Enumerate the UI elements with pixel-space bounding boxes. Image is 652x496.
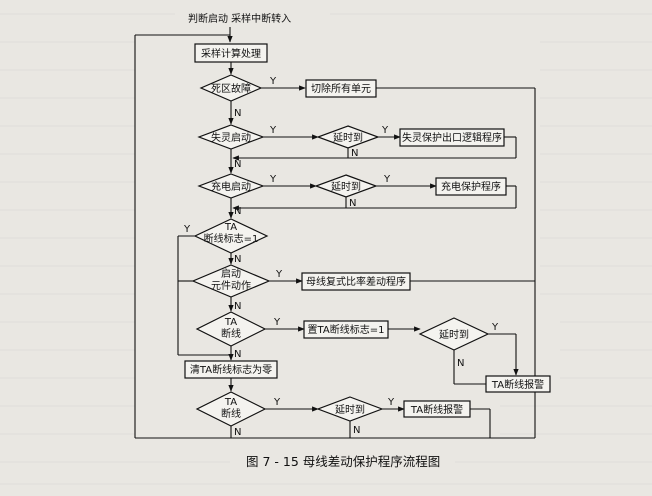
charge-label: 充电启动	[211, 180, 251, 193]
delay1-no: N	[351, 148, 358, 159]
delay3-no: N	[457, 358, 464, 369]
ta-flag-label-1: TA	[224, 222, 237, 233]
charge-no: N	[234, 206, 241, 217]
deadzone-no: N	[234, 108, 241, 119]
delay4-label: 延时到	[335, 404, 365, 416]
delay3-yes: Y	[491, 322, 499, 333]
alarm2-label: TA断线报警	[410, 403, 463, 416]
start-yes: Y	[275, 269, 283, 280]
ta-flag-label-2: 断线标志=1	[204, 232, 259, 245]
ta2-label-1: TA	[224, 397, 237, 408]
delay4-no: N	[353, 425, 360, 436]
delay1-label: 延时到	[333, 132, 363, 144]
clear-flag-label: 清TA断线标志为零	[190, 363, 272, 376]
misstart-yes: Y	[269, 125, 277, 136]
ta1-label-2: 断线	[221, 327, 241, 340]
ta2-yes: Y	[273, 397, 281, 408]
misstart-label: 失灵启动	[211, 131, 251, 144]
charge-yes: Y	[269, 174, 277, 185]
sample-label: 采样计算处理	[201, 47, 261, 60]
ta-flag-yes: Y	[183, 224, 191, 235]
start-label-1: 启动	[221, 267, 241, 280]
ta2-label-2: 断线	[221, 407, 241, 420]
delay1-yes: Y	[381, 125, 389, 136]
start-no: N	[234, 301, 241, 312]
delay4-yes: Y	[387, 397, 395, 408]
delay2-no: N	[349, 198, 356, 209]
ta1-yes: Y	[273, 317, 281, 328]
figure-caption: 图 7 - 15 母线差动保护程序流程图	[246, 454, 440, 469]
misprog-label: 失灵保护出口逻辑程序	[402, 131, 502, 144]
entry-label: 判断启动 采样中断转入	[188, 12, 291, 25]
chargeprog-label: 充电保护程序	[441, 180, 501, 193]
diffprog-label: 母线复式比率差动程序	[306, 275, 406, 288]
ta-flag-no: N	[234, 254, 241, 265]
misstart-no: N	[234, 159, 241, 170]
delay2-yes: Y	[383, 174, 391, 185]
deadzone-label: 死区故障	[211, 82, 251, 95]
trip-all-label: 切除所有单元	[311, 82, 371, 95]
alarm1-label: TA断线报警	[491, 378, 544, 391]
delay3-label: 延时到	[439, 329, 469, 341]
page-texture	[0, 13, 652, 485]
ta2-no: N	[234, 427, 241, 438]
set-flag-label: 置TA断线标志=1	[308, 323, 385, 336]
ta1-label-1: TA	[224, 317, 237, 328]
delay2-label: 延时到	[331, 181, 361, 193]
deadzone-yes: Y	[269, 76, 277, 87]
ta1-no: N	[234, 349, 241, 360]
start-label-2: 元件动作	[211, 280, 251, 292]
